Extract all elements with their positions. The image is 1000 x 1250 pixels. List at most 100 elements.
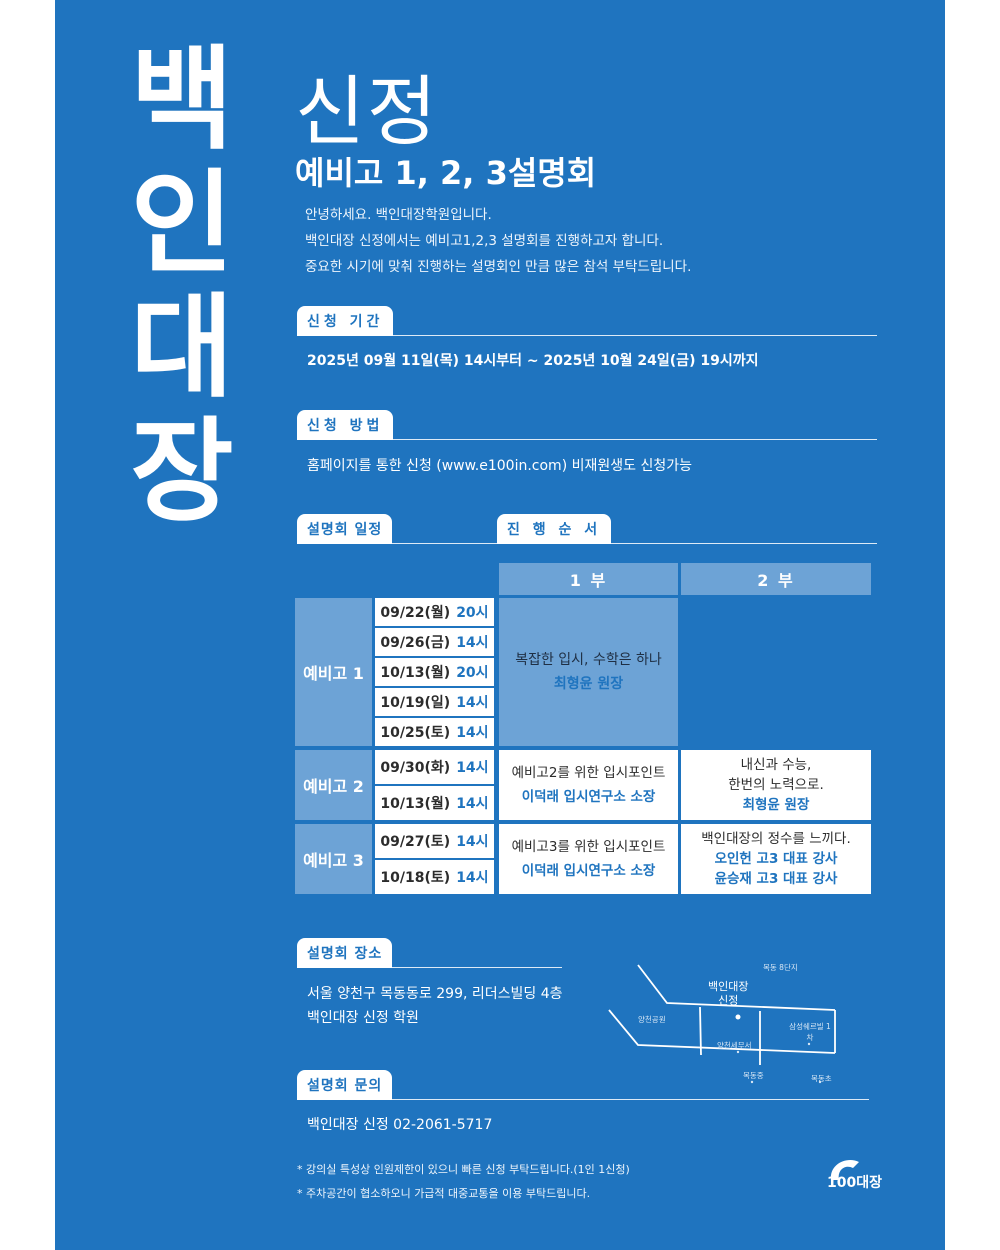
part2-session: 내신과 수능, 한번의 노력으로. 최형윤 원장 bbox=[681, 750, 871, 820]
method-divider bbox=[297, 439, 877, 440]
map-point bbox=[818, 1080, 822, 1084]
session-speaker: 최형윤 원장 bbox=[742, 797, 810, 813]
part2-header: 2 부 bbox=[681, 563, 871, 595]
session-line: 내신과 수능, bbox=[740, 757, 812, 773]
date: 10/19(일) bbox=[380, 695, 451, 711]
time: 14시 bbox=[456, 834, 489, 850]
intro-line: 안녕하세요. 백인대장학원입니다. bbox=[305, 207, 492, 223]
map-label: 목동 8단지 bbox=[763, 963, 798, 972]
session-speaker: 오인헌 고3 대표 강사 bbox=[714, 851, 838, 867]
group-name: 예비고 3 bbox=[295, 824, 372, 894]
event-subtitle: 예비고 1, 2, 3설명회 bbox=[295, 154, 597, 192]
location-map bbox=[608, 964, 836, 1084]
vertical-title-char: 장 bbox=[130, 407, 234, 537]
address-line: 서울 양천구 목동동로 299, 리더스빌딩 4층 bbox=[307, 986, 563, 1002]
session-speaker: 이덕래 입시연구소 소장 bbox=[521, 863, 656, 879]
inquiry-divider bbox=[297, 1099, 869, 1100]
map-label: 삼성쉐르빌 1차 bbox=[789, 1022, 831, 1042]
schedule-divider bbox=[297, 543, 877, 544]
schedule-date-row: 09/27(토) 14시 bbox=[375, 824, 494, 858]
time: 20시 bbox=[456, 665, 489, 681]
time: 14시 bbox=[456, 760, 489, 776]
map-point bbox=[750, 1080, 754, 1084]
schedule-date-row: 10/13(월) 20시 bbox=[375, 658, 494, 686]
period-text: 2025년 09월 11일(목) 14시부터 ~ 2025년 10월 24일(금… bbox=[307, 353, 759, 369]
date: 10/13(월) bbox=[380, 665, 451, 681]
schedule-date-row: 10/19(일) 14시 bbox=[375, 688, 494, 716]
part1-session: 복잡한 입시, 수학은 하나 최형윤 원장 bbox=[499, 598, 678, 746]
inquiry-contact: 백인대장 신정 02-2061-5717 bbox=[307, 1117, 493, 1133]
date: 09/27(토) bbox=[380, 834, 451, 850]
session-speaker: 이덕래 입시연구소 소장 bbox=[521, 789, 656, 805]
vertical-title: 백 인 대 장 bbox=[117, 38, 247, 534]
session-topic: 예비고3를 위한 입시포인트 bbox=[511, 839, 666, 855]
time: 14시 bbox=[456, 695, 489, 711]
date: 10/18(토) bbox=[380, 870, 451, 886]
schedule-date-row: 10/18(토) 14시 bbox=[375, 860, 494, 894]
map-main-label: 백인대장 신정 bbox=[708, 980, 748, 1008]
time: 14시 bbox=[456, 725, 489, 741]
vertical-title-char: 백 bbox=[130, 35, 234, 165]
map-road bbox=[608, 1009, 836, 1054]
date: 09/30(화) bbox=[380, 760, 451, 776]
academy-marker bbox=[735, 1014, 741, 1020]
map-road bbox=[699, 1006, 702, 1056]
period-tag: 신청 기간 bbox=[297, 306, 394, 336]
schedule-date-row: 10/25(토) 14시 bbox=[375, 718, 494, 746]
note-line: * 주차공간이 협소하오니 가급적 대중교통을 이용 부탁드립니다. bbox=[297, 1187, 591, 1200]
schedule-date-row: 09/30(화) 14시 bbox=[375, 750, 494, 784]
logo-word: 대장 bbox=[856, 1175, 882, 1191]
map-point bbox=[807, 1042, 811, 1046]
logo-number: 100 bbox=[827, 1175, 857, 1191]
schedule-tag: 설명회 일정 bbox=[297, 514, 393, 544]
map-main-line: 백인대장 bbox=[708, 980, 749, 993]
group-name: 예비고 2 bbox=[295, 750, 372, 820]
time: 14시 bbox=[456, 870, 489, 886]
brand-logo-icon bbox=[830, 1160, 859, 1180]
part1-session: 예비고2를 위한 입시포인트 이덕래 입시연구소 소장 bbox=[499, 750, 678, 820]
session-topic: 복잡한 입시, 수학은 하나 bbox=[515, 652, 662, 668]
session-line: 백인대장의 정수를 느끼다. bbox=[701, 831, 851, 847]
intro-line: 중요한 시기에 맞춰 진행하는 설명회인 만큼 많은 참석 부탁드립니다. bbox=[305, 259, 692, 275]
map-label: 양천공원 bbox=[638, 1015, 666, 1024]
map-label: 양천세무서 bbox=[717, 1041, 752, 1050]
branch-title: 신정 bbox=[295, 67, 439, 156]
part1-session: 예비고3를 위한 입시포인트 이덕래 입시연구소 소장 bbox=[499, 824, 678, 894]
map-label: 목동중 bbox=[743, 1071, 764, 1080]
poster: 백 인 대 장 신정 예비고 1, 2, 3설명회 안녕하세요. 백인대장학원입… bbox=[55, 0, 945, 1250]
period-divider bbox=[297, 335, 877, 336]
method-tag: 신청 방법 bbox=[297, 410, 394, 440]
part2-session: 백인대장의 정수를 느끼다. 오인헌 고3 대표 강사 윤승재 고3 대표 강사 bbox=[681, 824, 871, 894]
part1-header: 1 부 bbox=[499, 563, 678, 595]
vertical-title-char: 대 bbox=[130, 283, 234, 413]
time: 14시 bbox=[456, 635, 489, 651]
note-line: * 강의실 특성상 인원제한이 있으니 빠른 신청 부탁드립니다.(1인 1신청… bbox=[297, 1163, 630, 1176]
group-name: 예비고 1 bbox=[295, 598, 372, 746]
venue-name: 백인대장 신정 학원 bbox=[307, 1010, 419, 1026]
date: 09/26(금) bbox=[380, 635, 451, 651]
time: 14시 bbox=[456, 796, 489, 812]
schedule-date-row: 09/26(금) 14시 bbox=[375, 628, 494, 656]
venue-address: 서울 양천구 목동동로 299, 리더스빌딩 4층 백인대장 신정 학원 bbox=[307, 982, 563, 1030]
map-road bbox=[637, 964, 836, 1011]
map-main-line: 신정 bbox=[718, 994, 739, 1007]
session-line: 한번의 노력으로. bbox=[728, 777, 824, 793]
session-speaker: 최형윤 원장 bbox=[553, 676, 624, 692]
method-text: 홈페이지를 통한 신청 (www.e100in.com) 비재원생도 신청가능 bbox=[307, 458, 692, 474]
brand-logo-text: 100대장 bbox=[827, 1172, 882, 1192]
time: 20시 bbox=[456, 605, 489, 621]
session-speaker: 윤승재 고3 대표 강사 bbox=[714, 871, 838, 887]
order-tag: 진 행 순 서 bbox=[497, 514, 612, 544]
vertical-title-char: 인 bbox=[130, 159, 234, 289]
intro-text: 안녕하세요. 백인대장학원입니다. 백인대장 신정에서는 예비고1,2,3 설명… bbox=[305, 202, 691, 280]
schedule-date-row: 10/13(월)14시 bbox=[375, 786, 494, 820]
intro-line: 백인대장 신정에서는 예비고1,2,3 설명회를 진행하고자 합니다. bbox=[305, 233, 664, 249]
date: 10/25(토) bbox=[380, 725, 451, 741]
venue-tag: 설명회 장소 bbox=[297, 938, 393, 968]
notes: * 강의실 특성상 인원제한이 있으니 빠른 신청 부탁드립니다.(1인 1신청… bbox=[297, 1158, 630, 1206]
part2-empty bbox=[681, 598, 871, 746]
map-label: 목동초 bbox=[811, 1074, 832, 1083]
date: 09/22(월) bbox=[380, 605, 451, 621]
map-point bbox=[736, 1050, 740, 1054]
venue-divider bbox=[297, 967, 562, 968]
